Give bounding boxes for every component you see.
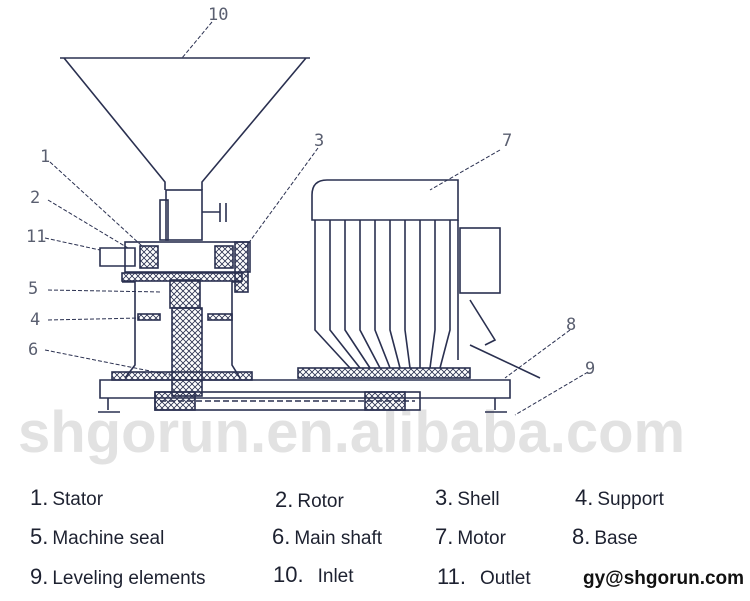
leader-lines [44,21,589,416]
inlet-funnel [60,57,310,241]
legend-label: Inlet [317,566,354,587]
callout-4: 4 [30,310,40,330]
legend-num: 5. [30,524,49,549]
legend-label: Rotor [297,491,344,512]
legend-item: 9.Leveling elements [30,564,206,590]
callout-1: 1 [40,147,50,167]
legend-label: Leveling elements [52,568,206,589]
legend-num: 2. [275,487,294,512]
leveling-feet [98,398,507,413]
legend-item: 7.Motor [435,524,506,550]
callout-8: 8 [566,315,576,335]
legend-label: Outlet [479,568,531,589]
legend-num: 10. [273,562,304,587]
legend-item: 10. Inlet [273,562,354,588]
colloid-mill-diagram: shgorun.en.alibaba.com [18,5,685,465]
legend-num: 8. [572,524,591,549]
callout-2: 2 [30,188,40,208]
legend-num: 7. [435,524,454,549]
callout-9: 9 [585,359,595,379]
callout-labels: 1 2 3 4 5 6 7 8 9 10 11 [26,5,595,379]
legend-item: 5.Machine seal [30,524,164,550]
callout-6: 6 [28,340,38,360]
legend-item: 4.Support [575,485,664,511]
callout-3: 3 [314,131,324,151]
legend-label: Base [594,528,638,549]
motor [297,179,541,379]
legend-label: Machine seal [52,528,165,549]
contact-email: gy@shgorun.com [583,568,745,589]
callout-7: 7 [502,131,512,151]
callout-11: 11 [26,227,46,247]
legend-item: 8.Base [572,524,638,550]
legend-num: 3. [435,485,454,510]
legend-label: Motor [457,528,506,549]
legend-item: 6.Main shaft [272,524,382,550]
legend-label: Main shaft [294,528,383,549]
support [111,279,253,397]
legend-item: 1.Stator [30,485,103,511]
watermark: shgorun.en.alibaba.com [18,400,685,465]
legend-label: Stator [52,489,104,510]
callout-5: 5 [28,279,38,299]
legend-item: 3.Shell [435,485,500,511]
legend-label: Shell [457,489,500,510]
stator-rotor-head [99,241,251,293]
legend-item: 2.Rotor [275,487,344,513]
legend-num: 9. [30,564,49,589]
legend-num: 6. [272,524,291,549]
legend-num: 4. [575,485,594,510]
legend-num: 1. [30,485,49,510]
legend-num: 11. [437,564,466,589]
legend-item: 11. Outlet [437,564,531,590]
callout-10: 10 [208,5,228,25]
legend-label: Support [597,489,664,510]
base [99,379,511,411]
